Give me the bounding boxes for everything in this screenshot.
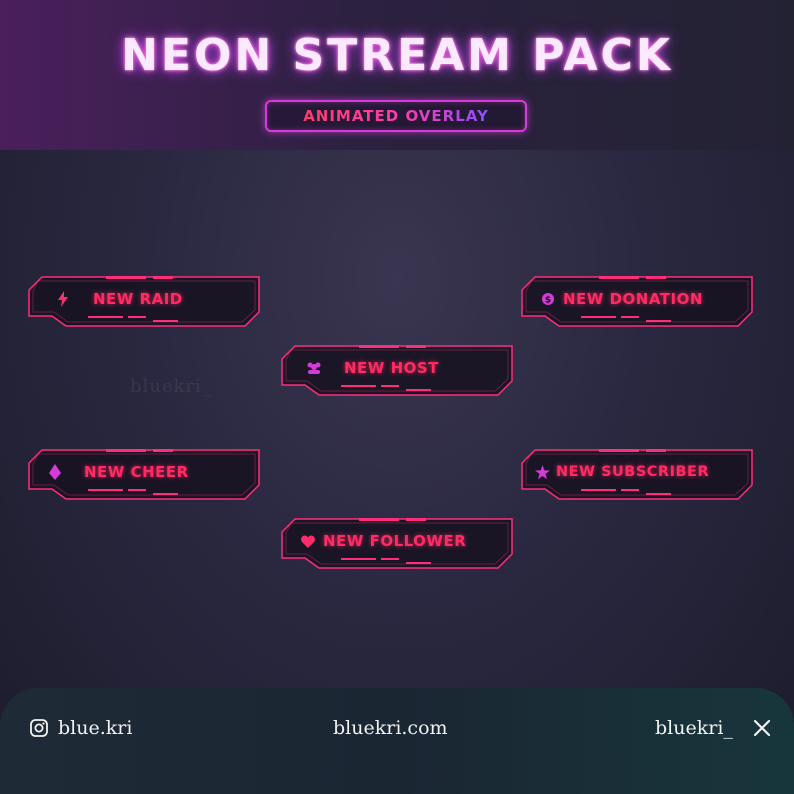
header-banner: NEON STREAM PACK ANIMATED OVERLAY [0, 0, 794, 150]
group-icon [305, 359, 323, 377]
alert-frame [281, 518, 513, 569]
page-title: NEON STREAM PACK [121, 30, 673, 81]
alert-frame [28, 276, 260, 327]
instagram-icon [30, 719, 48, 737]
footer-bar: blue.kri bluekri.com bluekri_ [0, 688, 794, 794]
twitter-label: bluekri_ [655, 717, 733, 739]
coin-icon: $ [539, 290, 557, 308]
instagram-handle[interactable]: blue.kri [30, 716, 132, 740]
svg-text:$: $ [545, 296, 551, 306]
website-link[interactable]: bluekri.com [333, 716, 448, 740]
alert-label: NEW FOLLOWER [323, 532, 467, 550]
animated-overlay-badge: ANIMATED OVERLAY [265, 100, 527, 132]
heart-icon [299, 532, 317, 550]
alert-frame [521, 276, 753, 327]
alert-frame [28, 449, 260, 500]
alert-label: NEW HOST [344, 359, 439, 377]
website-label: bluekri.com [333, 717, 448, 739]
alert-label: NEW CHEER [84, 463, 189, 481]
lightning-icon [54, 290, 72, 308]
alert-new-follower: NEW FOLLOWER [281, 518, 513, 570]
alert-new-subscriber: NEW SUBSCRIBER [521, 449, 753, 501]
alert-label: NEW DONATION [563, 290, 703, 308]
alert-new-host: NEW HOST [281, 345, 513, 397]
watermark: bluekri_ [130, 376, 212, 397]
badge-label: ANIMATED OVERLAY [303, 107, 489, 125]
alert-frame [281, 345, 513, 396]
alert-label: NEW SUBSCRIBER [556, 464, 710, 480]
alert-new-raid: NEW RAID [28, 276, 260, 328]
alert-new-donation: $ NEW DONATION [521, 276, 753, 328]
alert-new-cheer: NEW CHEER [28, 449, 260, 501]
twitter-handle[interactable]: bluekri_ [655, 716, 771, 740]
alert-frame [521, 449, 753, 500]
alert-label: NEW RAID [93, 290, 183, 308]
x-logo-icon [753, 719, 771, 737]
bits-icon [46, 463, 64, 481]
instagram-label: blue.kri [58, 717, 133, 739]
star-icon [533, 463, 551, 481]
